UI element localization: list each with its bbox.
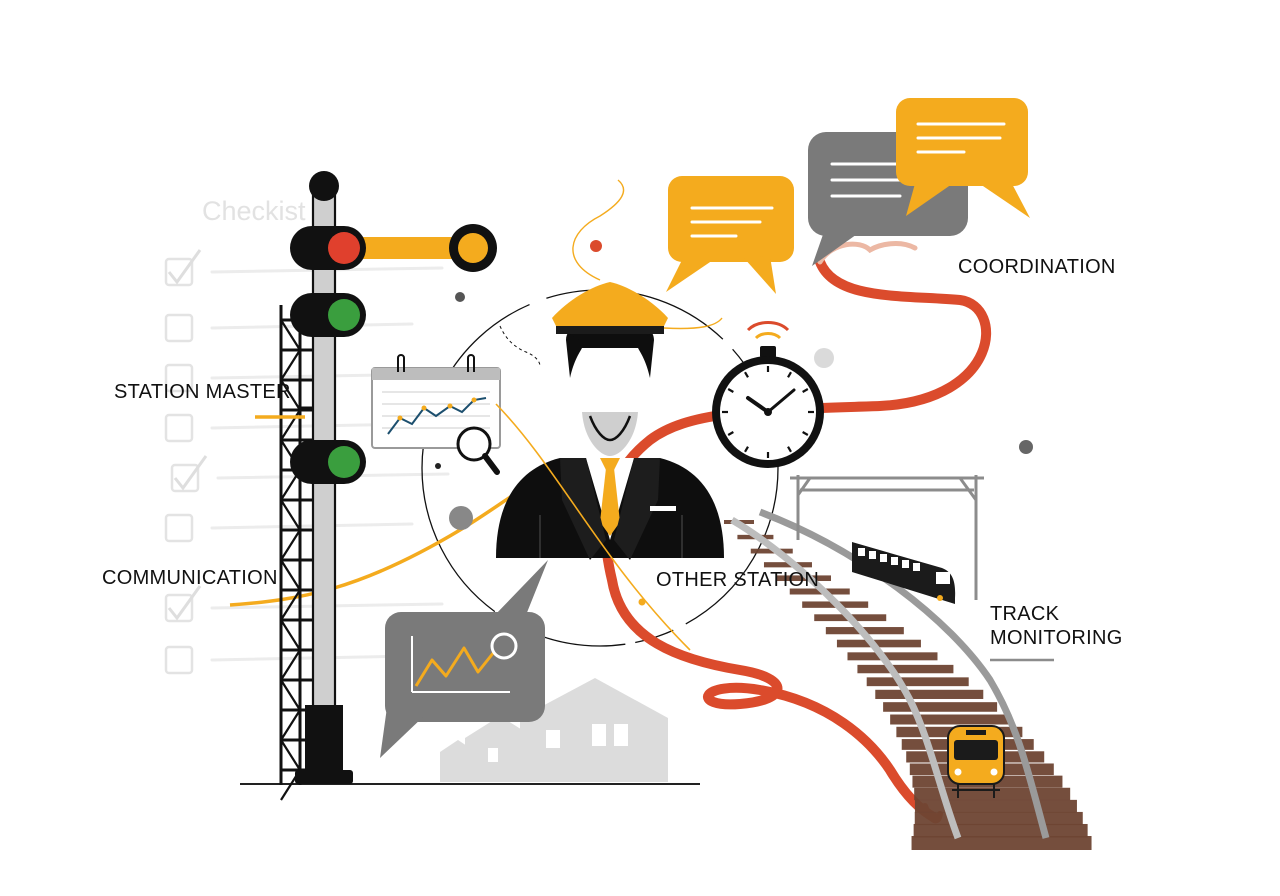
rail-right: [758, 508, 1050, 839]
connector-line: [499, 325, 541, 367]
label-monitoring: MONITORING: [990, 627, 1123, 649]
check-mark-icon: [167, 585, 202, 621]
connector-line: [572, 179, 625, 281]
checkbox: [164, 593, 194, 623]
green-lamp: [290, 440, 366, 484]
checkbox: [164, 257, 194, 287]
label-coordination: COORDINATION: [958, 256, 1116, 278]
stopwatch-icon: [712, 321, 824, 468]
green-lamp: [290, 293, 366, 337]
label-other-station: OTHER STATION: [656, 569, 820, 591]
track-sleeper: [847, 652, 938, 661]
track-sleeper: [913, 823, 1088, 838]
label-station-master: STATION MASTER: [114, 381, 291, 403]
houses-icon: [440, 678, 668, 782]
catenary-gantry: [790, 475, 984, 600]
track-sleeper: [875, 689, 984, 699]
checkbox: [164, 413, 194, 443]
track-sleeper: [866, 677, 969, 687]
train-icon: [852, 542, 956, 604]
red-lamp: [290, 226, 366, 270]
checkbox: [164, 513, 194, 543]
speech-bubble-icon: [666, 176, 794, 294]
track-sleeper: [890, 714, 1011, 725]
rail-left: [730, 516, 962, 840]
label-track: TRACK: [990, 603, 1060, 625]
checkbox: [164, 363, 194, 393]
track-sleeper: [776, 575, 831, 582]
connector-line: [495, 403, 691, 651]
checkbox: [164, 313, 194, 343]
checklist-title: Checkist: [202, 196, 306, 226]
track-sleeper: [911, 836, 1092, 850]
track-sleeper: [763, 562, 812, 568]
track-sleeper: [750, 548, 793, 554]
decorative-dots: [435, 240, 1033, 606]
railway-signal-icon: [279, 171, 497, 801]
check-mark-icon: [167, 249, 202, 285]
magnifier-icon: [456, 426, 500, 475]
speech-bubble-icon: [896, 98, 1030, 218]
connector-line: [663, 317, 723, 330]
label-communication: COMMUNICATION: [102, 567, 278, 589]
route-line: [600, 257, 992, 823]
trend-chart-bubble-icon: [380, 560, 548, 758]
track-sleeper: [914, 799, 1077, 813]
track-sleeper: [857, 664, 954, 674]
check-mark-icon: [173, 455, 208, 491]
track-sleeper: [883, 702, 998, 712]
station-master-icon: [496, 282, 724, 560]
track-sleeper: [836, 639, 921, 648]
checkbox: [170, 463, 200, 493]
train-icon: [947, 725, 1005, 798]
track-sleeper: [914, 811, 1083, 826]
checkbox: [164, 645, 194, 675]
